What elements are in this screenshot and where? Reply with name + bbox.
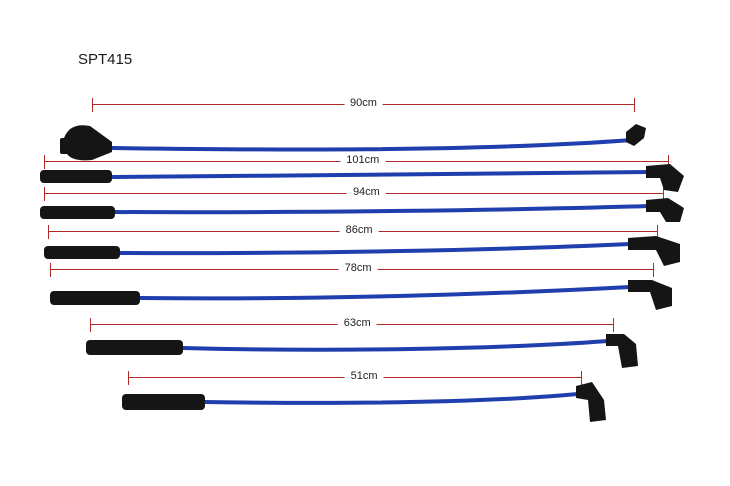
length-label: 51cm [344, 370, 384, 382]
length-label: 86cm [339, 224, 379, 236]
distributor-cap-boot [60, 125, 112, 161]
dimension-line-86cm: 86cm [48, 224, 658, 239]
length-label: 94cm [346, 186, 386, 198]
wire-101cm [110, 170, 652, 179]
dimension-line-51cm: 51cm [128, 370, 582, 385]
plug-boot-101cm [40, 170, 112, 183]
plug-boot-78cm [50, 291, 140, 305]
product-code: SPT415 [78, 51, 133, 68]
length-label: 101cm [340, 154, 386, 166]
angled-boot-78cm [628, 280, 672, 310]
plug-boot-86cm [44, 246, 120, 259]
angled-boot-63cm [606, 334, 638, 368]
length-label: 78cm [338, 262, 378, 274]
dimension-line-94cm: 94cm [44, 186, 664, 201]
wire-90cm [110, 138, 634, 152]
wire-94cm [113, 204, 652, 215]
wire-63cm [181, 339, 610, 352]
plug-boot-51cm [122, 394, 205, 410]
plug-boot-63cm [86, 340, 183, 355]
wire-78cm [138, 285, 632, 301]
angled-boot-86cm [628, 236, 680, 266]
dimension-line-90cm: 90cm [92, 97, 635, 112]
angled-boot-101cm [646, 164, 684, 192]
angled-boot-94cm [646, 198, 684, 222]
dimension-line-101cm: 101cm [44, 154, 669, 169]
length-label: 63cm [337, 317, 377, 329]
length-label: 90cm [344, 97, 383, 109]
wire-86cm [118, 242, 632, 256]
plug-boot-94cm [40, 206, 115, 219]
dimension-line-63cm: 63cm [90, 317, 614, 332]
dimension-line-78cm: 78cm [50, 262, 654, 277]
wire-51cm [203, 392, 580, 405]
angled-boot-51cm [576, 382, 606, 422]
coil-boot-90cm [626, 124, 646, 146]
